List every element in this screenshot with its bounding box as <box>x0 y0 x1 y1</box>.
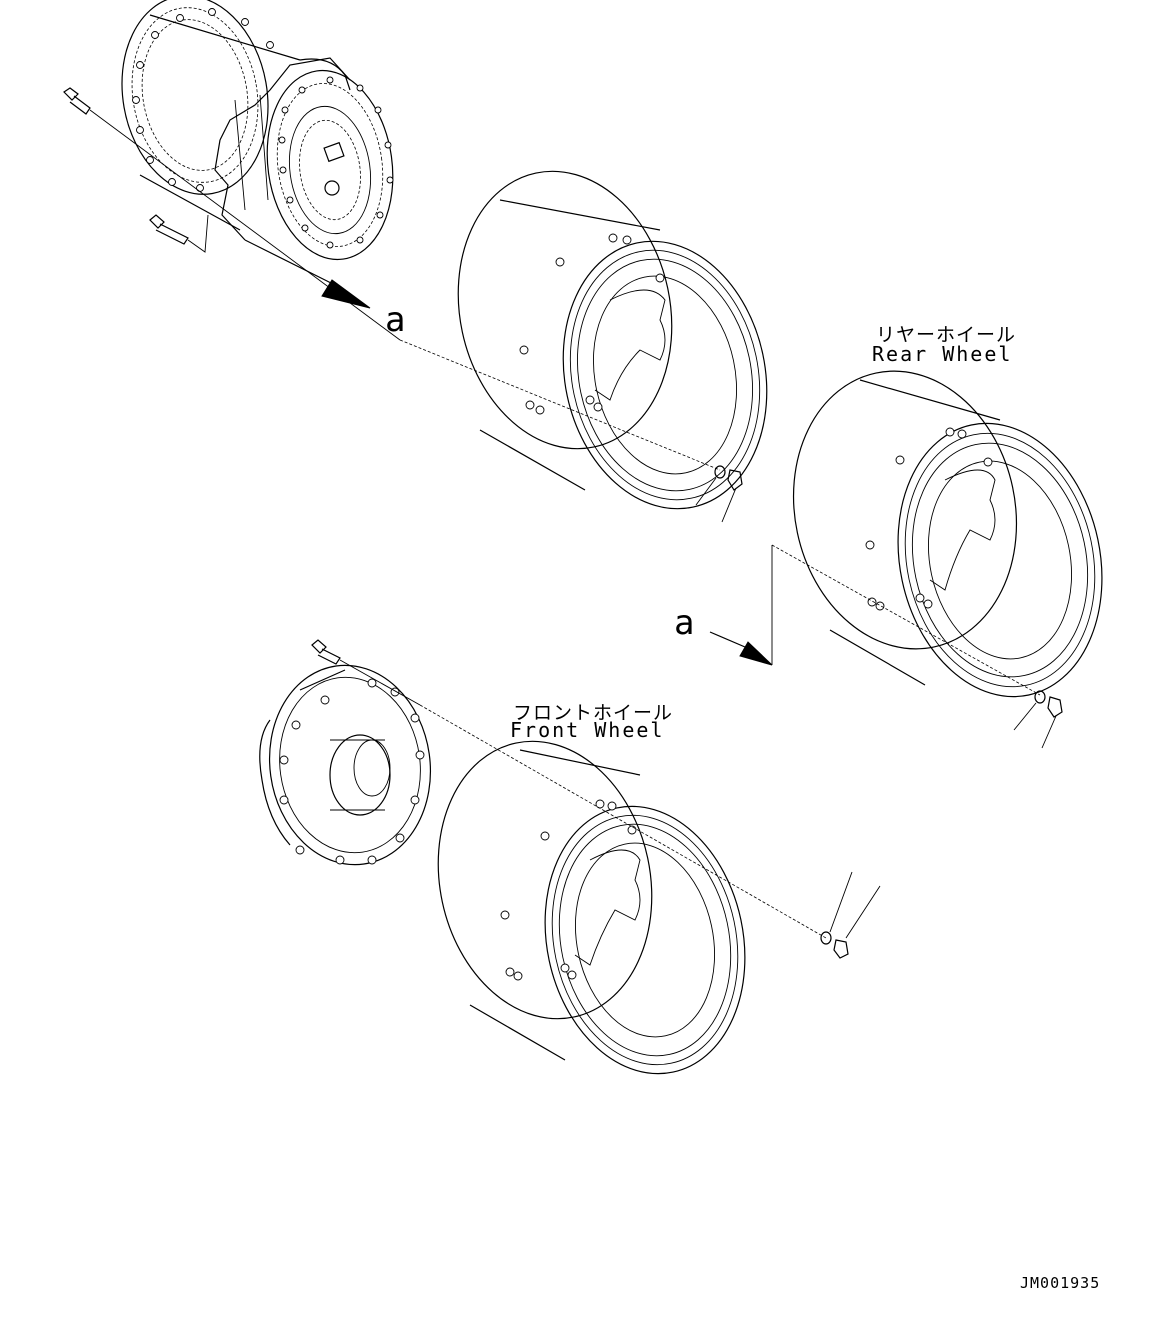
axis-line-right <box>771 544 1041 696</box>
nut-washer-front <box>820 871 881 959</box>
front-wheel-label-en: Front Wheel <box>510 718 665 742</box>
rear-wheel-rim-upper <box>457 170 768 510</box>
rear-wheel-label-en: Rear Wheel <box>872 342 1013 366</box>
final-drive-hub <box>121 0 394 261</box>
arrow-a-top <box>244 239 371 309</box>
drawing-code: JM001935 <box>1020 1274 1101 1292</box>
axis-line-upper <box>399 339 721 471</box>
front-hub <box>259 664 432 866</box>
reference-label-a-mid: a <box>674 603 695 643</box>
front-wheel-rim <box>437 740 746 1075</box>
rear-wheel-label-jp: リヤーホイール <box>876 324 1017 346</box>
nut-washer-upper <box>695 465 743 523</box>
nut-washer-right <box>1013 690 1063 749</box>
reference-label-a-top: a <box>385 300 406 340</box>
axis-line-front <box>419 704 827 939</box>
front-wheel-label-jp: フロントホイール <box>513 702 674 724</box>
arrow-a-mid <box>709 631 773 666</box>
hub-bolt-upper <box>63 87 91 115</box>
front-hub-bolt <box>311 639 341 665</box>
leader-line-lower-bolt <box>187 214 209 253</box>
rear-wheel-rim-right <box>792 370 1103 698</box>
hub-bolt-lower <box>149 214 189 245</box>
leader-line-front-bolt <box>339 659 421 706</box>
